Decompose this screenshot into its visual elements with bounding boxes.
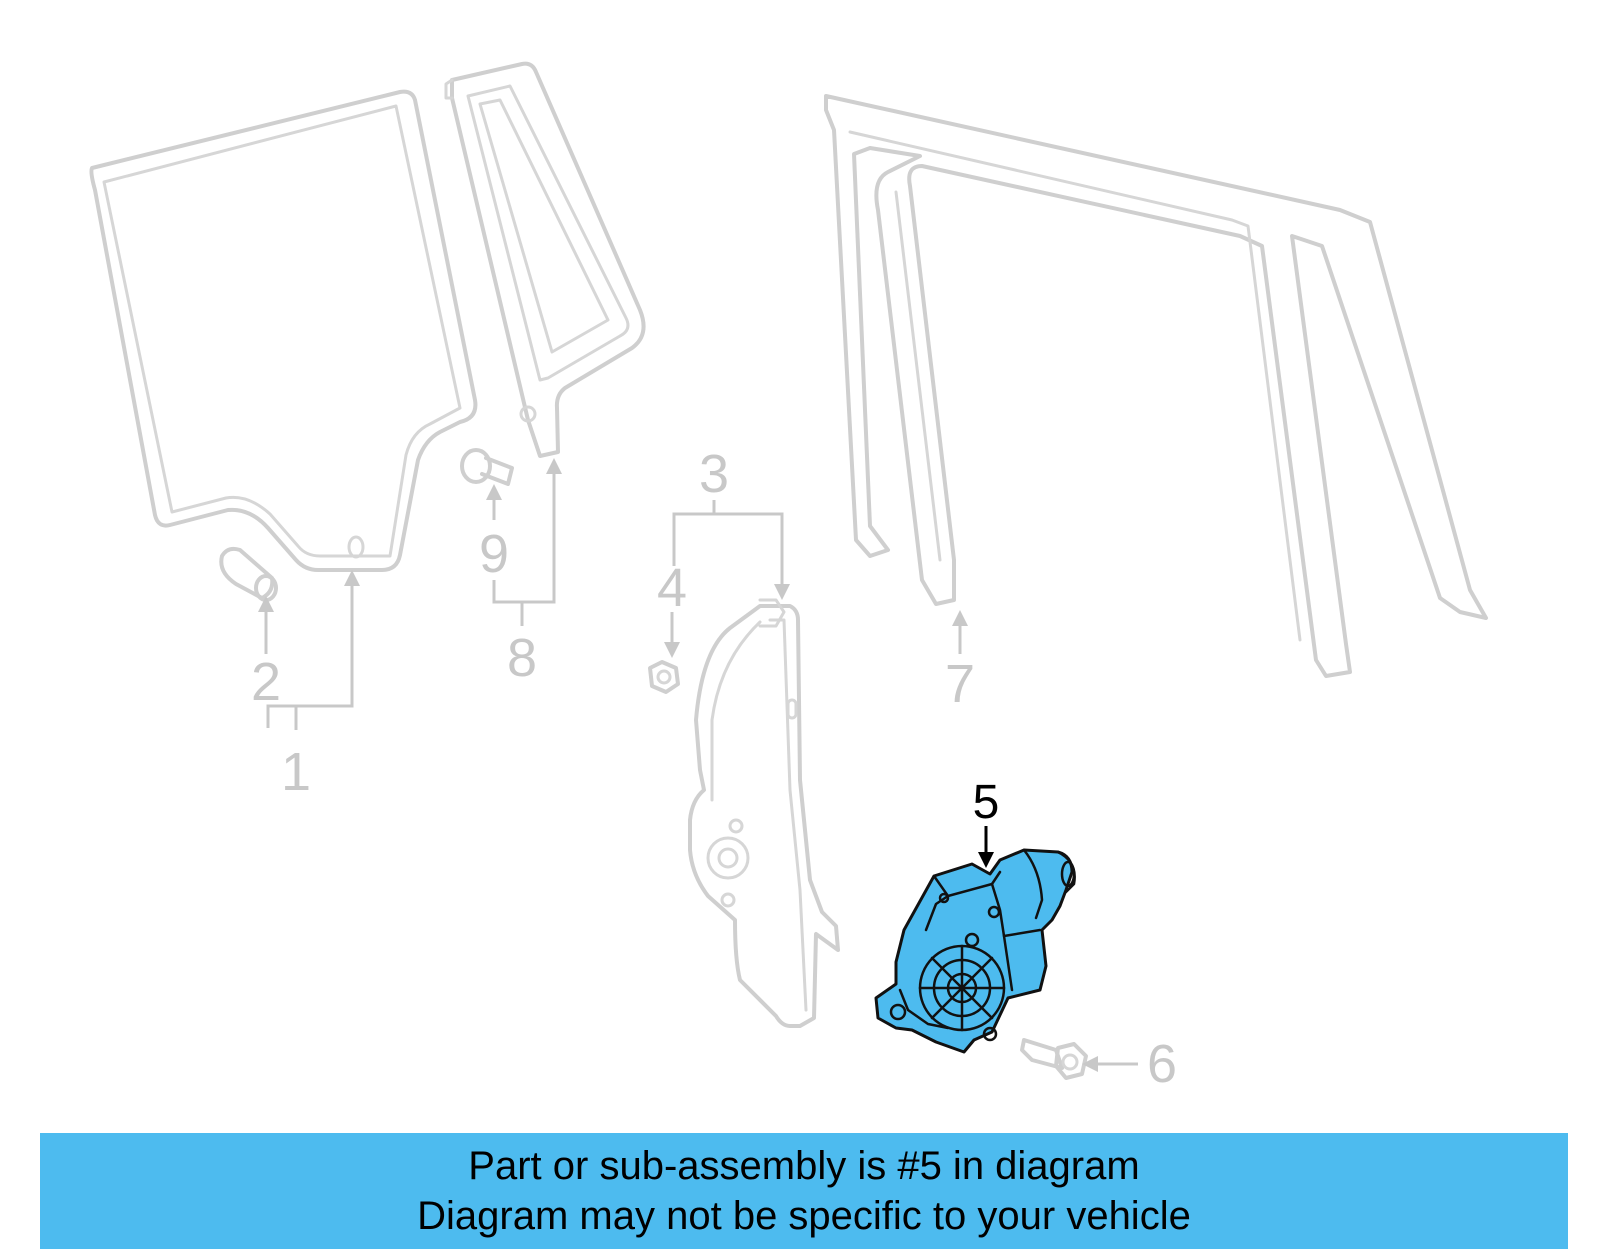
window-motor <box>874 848 1076 1054</box>
callout-3: 3 <box>699 444 729 504</box>
nut-4 <box>648 660 680 694</box>
door-frame <box>824 94 1488 678</box>
callout-1: 1 <box>281 742 311 802</box>
info-banner: Part or sub-assembly is #5 in diagram Di… <box>40 1133 1568 1249</box>
window-regulator <box>688 598 840 1028</box>
banner-line-1: Part or sub-assembly is #5 in diagram <box>468 1144 1140 1188</box>
callout-4: 4 <box>657 558 687 618</box>
callout-8: 8 <box>507 628 537 688</box>
leader-lines <box>258 458 1138 1072</box>
bolt-6 <box>1020 1038 1088 1080</box>
banner-line-2: Diagram may not be specific to your vehi… <box>417 1194 1191 1238</box>
callout-6: 6 <box>1147 1034 1177 1094</box>
clip-2 <box>219 546 278 602</box>
leader-5 <box>978 826 994 868</box>
bolt-9 <box>460 448 514 486</box>
callout-5: 5 <box>973 776 1000 829</box>
door-glass <box>89 89 478 572</box>
callout-2: 2 <box>251 652 281 712</box>
quarter-glass <box>444 61 646 458</box>
callout-7: 7 <box>945 654 975 714</box>
callout-9: 9 <box>479 524 509 584</box>
motor-gear-cover <box>918 944 1006 1032</box>
